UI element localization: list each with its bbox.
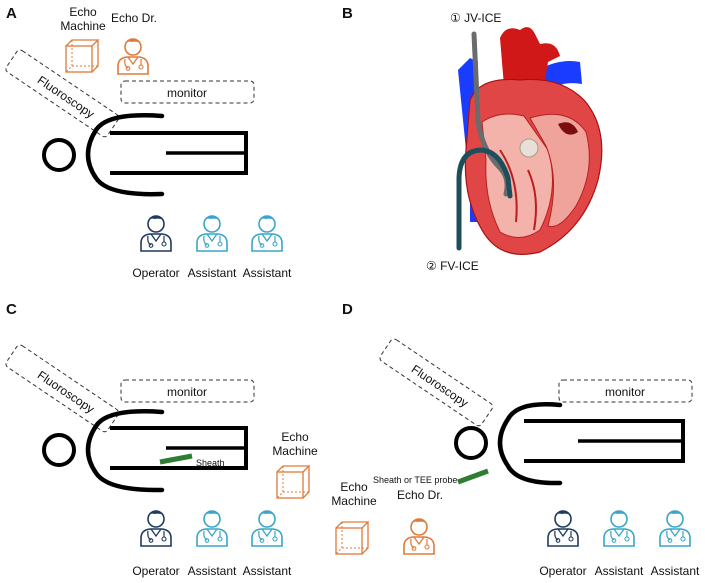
panel-d: D Fluoroscopy monitor Sheath or TEE prob… — [331, 301, 700, 578]
panel-d-monitor-box: monitor — [558, 379, 693, 403]
panel-c-monitor-box: monitor — [120, 379, 255, 403]
panel-d-echo-machine-label-line1: Echo — [340, 480, 368, 494]
heart-chamber-shape — [529, 113, 590, 228]
panel-c-assistant-1-label: Assistant — [188, 564, 237, 578]
panel-d-sheath-probe-label: Sheath or TEE probe — [373, 475, 457, 485]
valve-shape — [519, 138, 539, 158]
valve-2-shape — [558, 122, 578, 135]
panel-c-assistant-2-icon — [251, 509, 283, 547]
panel-a: A Echo Machine Echo Dr. Fluoroscopy moni… — [5, 5, 292, 280]
panel-d-fluoroscopy-box: Fluoroscopy — [379, 338, 494, 427]
heart-muscle-line-2 — [527, 169, 537, 231]
panel-d-echo-machine-label-line2: Machine — [331, 494, 377, 508]
panel-c-echo-machine-cube-icon — [276, 465, 310, 499]
panel-a-operator-label: Operator — [132, 266, 179, 280]
fv-ice-catheter — [456, 147, 513, 251]
panel-a-assistant-2-label: Assistant — [243, 266, 292, 280]
panel-d-assistant-1-label: Assistant — [595, 564, 644, 578]
panel-d-letter: D — [342, 301, 353, 318]
panel-b-fv-ice-label: ② FV-ICE — [426, 259, 479, 273]
panel-a-monitor-box: monitor — [120, 80, 255, 104]
panel-c-letter: C — [6, 301, 17, 318]
panel-a-patient-table — [42, 113, 248, 197]
panel-a-assistant-2-icon — [251, 214, 283, 252]
heart-muscle-line-1 — [499, 149, 518, 223]
panel-a-echo-machine-cube-icon — [65, 39, 99, 73]
panel-c-echo-machine-label-line2: Machine — [272, 444, 318, 458]
panel-c-operator-label: Operator — [132, 564, 179, 578]
panel-a-echo-machine-label-line1: Echo — [69, 5, 97, 19]
panel-d-operator-icon — [547, 509, 579, 547]
panel-a-assistant-1-icon — [196, 214, 228, 252]
panel-d-echo-dr-icon — [403, 517, 435, 555]
panel-a-letter: A — [6, 5, 17, 22]
panel-a-echo-dr-label: Echo Dr. — [111, 11, 157, 25]
panel-d-patient-table — [454, 402, 685, 486]
panel-d-assistant-2-label: Assistant — [651, 564, 700, 578]
panel-b: B ① JV-ICE ② FV-ICE — [342, 5, 603, 273]
panel-d-assistant-1-icon — [603, 509, 635, 547]
panel-c-sheath-shape — [159, 453, 193, 465]
panel-c-patient-table — [42, 409, 248, 493]
panel-c-sheath-label: Sheath — [196, 458, 225, 468]
panel-d-assistant-2-icon — [659, 509, 691, 547]
panel-a-assistant-1-label: Assistant — [188, 266, 237, 280]
panel-a-echo-machine-label-line2: Machine — [60, 19, 106, 33]
panel-c-assistant-1-icon — [196, 509, 228, 547]
panel-d-echo-dr-label: Echo Dr. — [397, 488, 443, 502]
panel-a-monitor-label: monitor — [167, 86, 207, 100]
panel-c-monitor-label: monitor — [167, 385, 207, 399]
panel-c-assistant-2-label: Assistant — [243, 564, 292, 578]
heart-illustration — [456, 27, 603, 255]
panel-d-monitor-label: monitor — [605, 385, 645, 399]
panel-d-echo-machine-cube-icon — [335, 521, 369, 555]
panel-c-operator-icon — [140, 509, 172, 547]
panel-d-sheath-probe-shape — [457, 468, 489, 485]
panel-b-jv-ice-label: ① JV-ICE — [450, 11, 501, 25]
panel-c-echo-machine-label-line1: Echo — [281, 430, 309, 444]
panel-a-echo-dr-icon — [117, 37, 149, 75]
panel-b-letter: B — [342, 5, 353, 22]
panel-a-operator-icon — [140, 214, 172, 252]
panel-c: C Fluoroscopy monitor Sheath Echo Machin… — [5, 301, 318, 578]
panel-d-operator-label: Operator — [539, 564, 586, 578]
